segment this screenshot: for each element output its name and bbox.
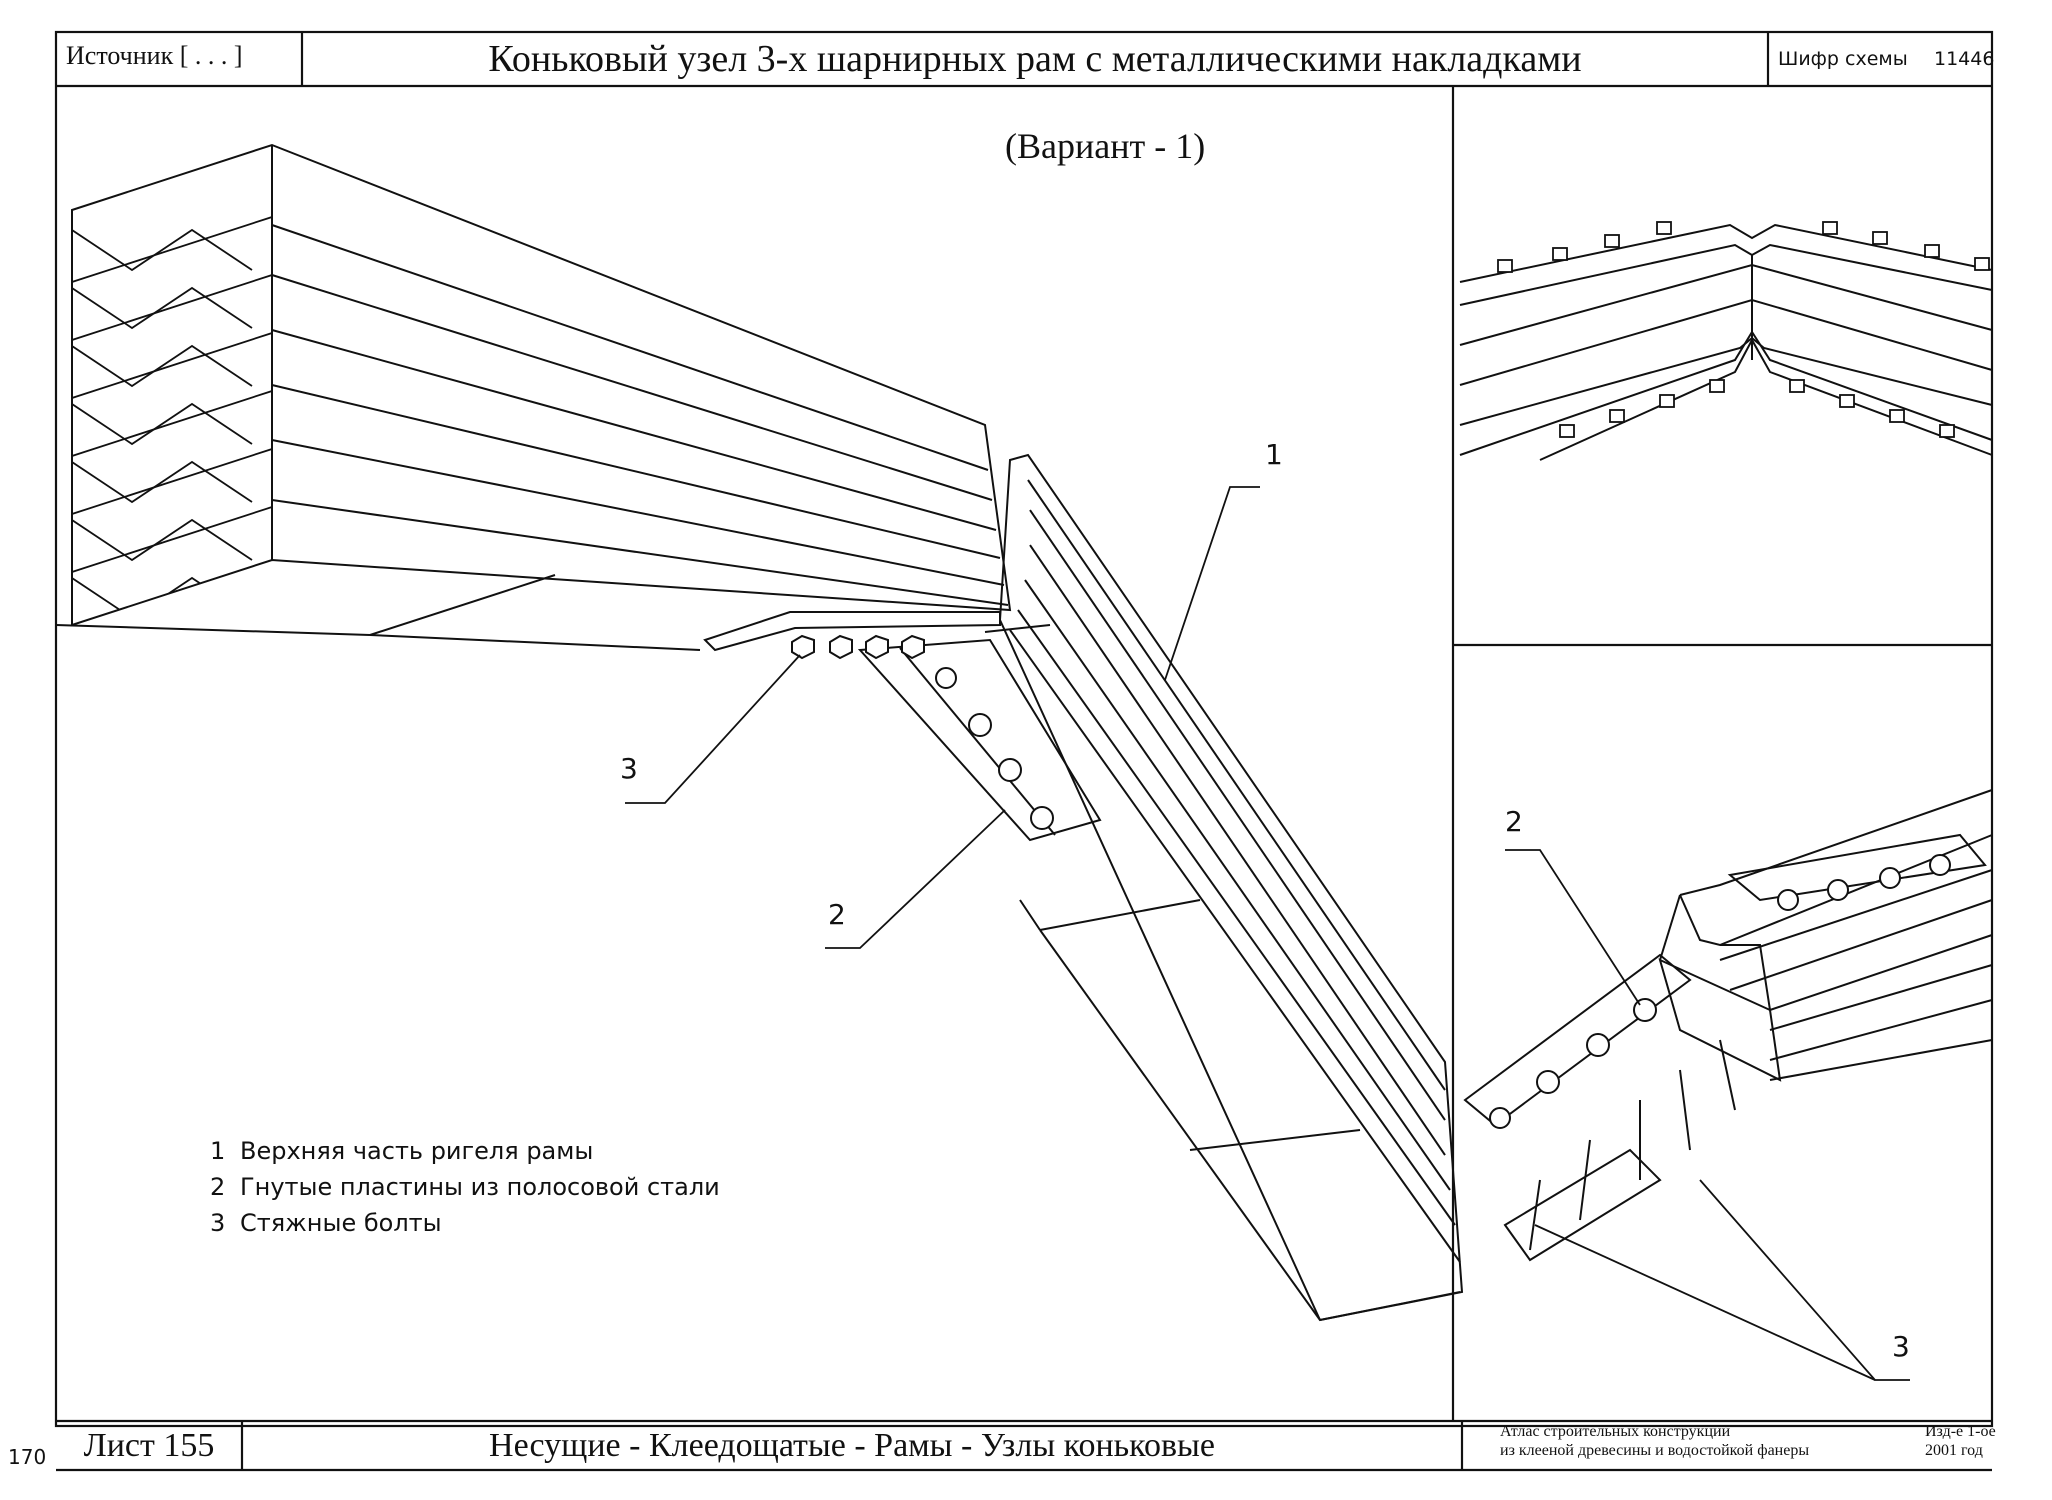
sheet-label: Лист 155 — [83, 1427, 215, 1464]
edition: Изд-е 1-ое — [1925, 1423, 1996, 1440]
legend-item: 1 Верхняя часть ригеля рамы — [210, 1133, 720, 1169]
legend-text: Верхняя часть ригеля рамы — [240, 1137, 594, 1165]
legend-item: 3 Стяжные болты — [210, 1205, 720, 1241]
callout-3: 3 — [620, 752, 638, 785]
legend-num: 1 — [210, 1137, 226, 1165]
atlas-line-1: Атлас строительных конструкций — [1500, 1423, 1731, 1440]
bolts-detail — [1489, 854, 1951, 1129]
right-rafter — [998, 453, 1464, 1322]
variant-label: (Вариант - 1) — [1005, 126, 1206, 166]
steel-plates — [703, 611, 1102, 842]
drawing-title: Коньковый узел 3-х шарнирных рам с метал… — [488, 38, 1582, 80]
isometric-detail — [1658, 789, 1993, 1082]
bolts-main — [791, 634, 1054, 830]
legend-num: 2 — [210, 1173, 226, 1201]
atlas-line-2: из клееной древесины и водостойкой фанер… — [1500, 1442, 1810, 1459]
year: 2001 год — [1925, 1442, 1983, 1459]
legend-num: 3 — [210, 1209, 226, 1237]
callout-2: 2 — [828, 898, 846, 931]
left-rafter — [55, 143, 1012, 651]
legend: 1 Верхняя часть ригеля рамы 2 Гнутые пласт… — [210, 1133, 720, 1241]
page-number: 170 — [8, 1445, 47, 1469]
legend-text: Стяжные болты — [240, 1209, 442, 1237]
callout-1: 1 — [1265, 438, 1283, 471]
section-hatch — [72, 216, 272, 620]
detail-callout-2: 2 — [1505, 805, 1523, 838]
scheme-code-value: 11446 — [1934, 48, 1995, 70]
bent-plate — [1463, 953, 1736, 1262]
category-line: Несущие - Клеедощатые - Рамы - Узлы конь… — [489, 1427, 1215, 1464]
drawing-frame — [54, 30, 1994, 1428]
legend-item: 2 Гнутые пластины из полосовой стали — [210, 1169, 720, 1205]
scheme-code-label: Шифр схемы — [1778, 48, 1908, 70]
legend-text: Гнутые пластины из полосовой стали — [240, 1173, 720, 1201]
ridge-detail — [1459, 223, 1993, 461]
source-label: Источник [ . . . ] — [66, 41, 243, 70]
ridge-bolts — [1497, 221, 1990, 438]
detail-callout-3: 3 — [1892, 1330, 1910, 1363]
